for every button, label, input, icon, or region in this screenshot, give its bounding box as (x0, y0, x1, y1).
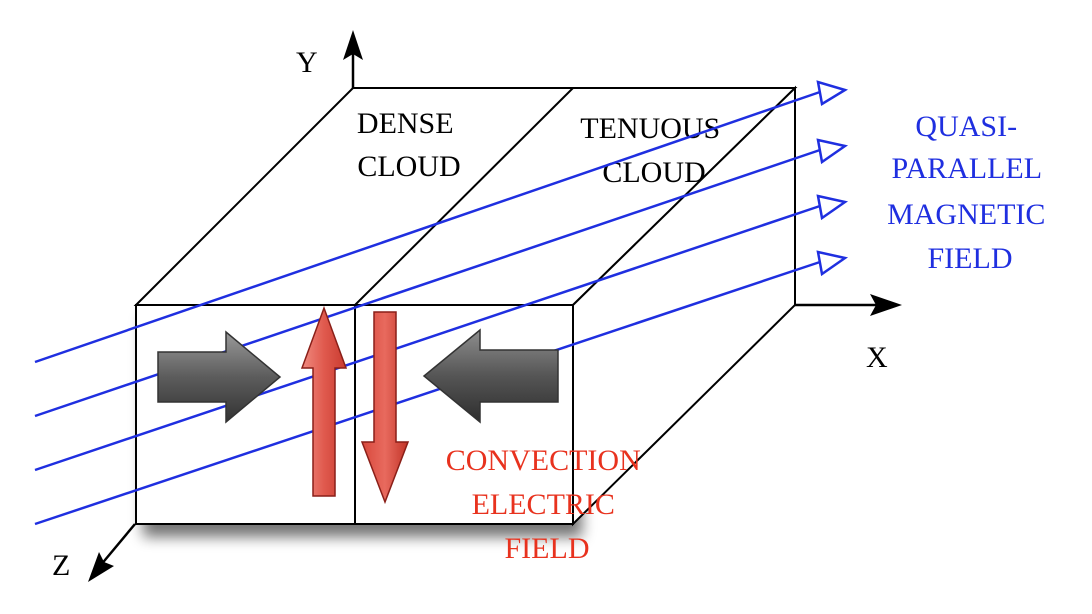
mag-label-line3: MAGNETIC (887, 198, 1045, 231)
x-axis-label: X (866, 341, 888, 374)
mag-label-line4: FIELD (928, 242, 1013, 275)
divider-top (354, 87, 574, 306)
field-line-4-arrowhead-icon (816, 250, 849, 277)
field-line-3 (34, 204, 821, 472)
flow-arrows (157, 328, 559, 424)
z-axis (99, 523, 136, 567)
dense-label-line1: DENSE (357, 107, 454, 140)
z-axis-label: Z (52, 549, 70, 582)
flow-arrow-right-icon (157, 330, 282, 424)
flow-arrow-left-icon (422, 328, 559, 424)
magnetic-field-lines (34, 80, 849, 526)
mag-label-line1: QUASI- (915, 110, 1017, 143)
mag-label-line2: PARALLEL (892, 152, 1041, 185)
electric-field-arrows (300, 305, 410, 505)
dense-cloud-label: DENSE CLOUD (357, 107, 461, 183)
dense-label-line2: CLOUD (357, 150, 460, 183)
axes (88, 30, 902, 582)
field-line-2-arrowhead-icon (816, 138, 849, 165)
z-axis-arrowhead-icon (88, 552, 114, 582)
convection-electric-field-label: CONVECTION ELECTRIC FIELD (446, 444, 649, 565)
field-line-4 (34, 260, 821, 526)
box-side-face (572, 85, 796, 527)
y-axis-arrowhead-icon (343, 30, 363, 60)
field-line-1-arrowhead-icon (816, 80, 849, 107)
x-axis-arrowhead-icon (870, 294, 902, 316)
field-line-3-arrowhead-icon (816, 194, 849, 221)
field-line-1 (34, 90, 821, 364)
y-axis-label: Y (296, 46, 318, 79)
conv-label-line2: ELECTRIC (472, 488, 615, 521)
conv-label-line1: CONVECTION (446, 444, 641, 477)
magnetic-field-label: QUASI- PARALLEL MAGNETIC FIELD (887, 110, 1053, 275)
efield-arrow-up-icon (300, 305, 348, 497)
tenuous-label-line1: TENUOUS (580, 112, 720, 145)
tenuous-cloud-label: TENUOUS CLOUD (580, 112, 728, 189)
conv-label-line3: FIELD (505, 532, 590, 565)
efield-arrow-down-icon (360, 311, 410, 505)
